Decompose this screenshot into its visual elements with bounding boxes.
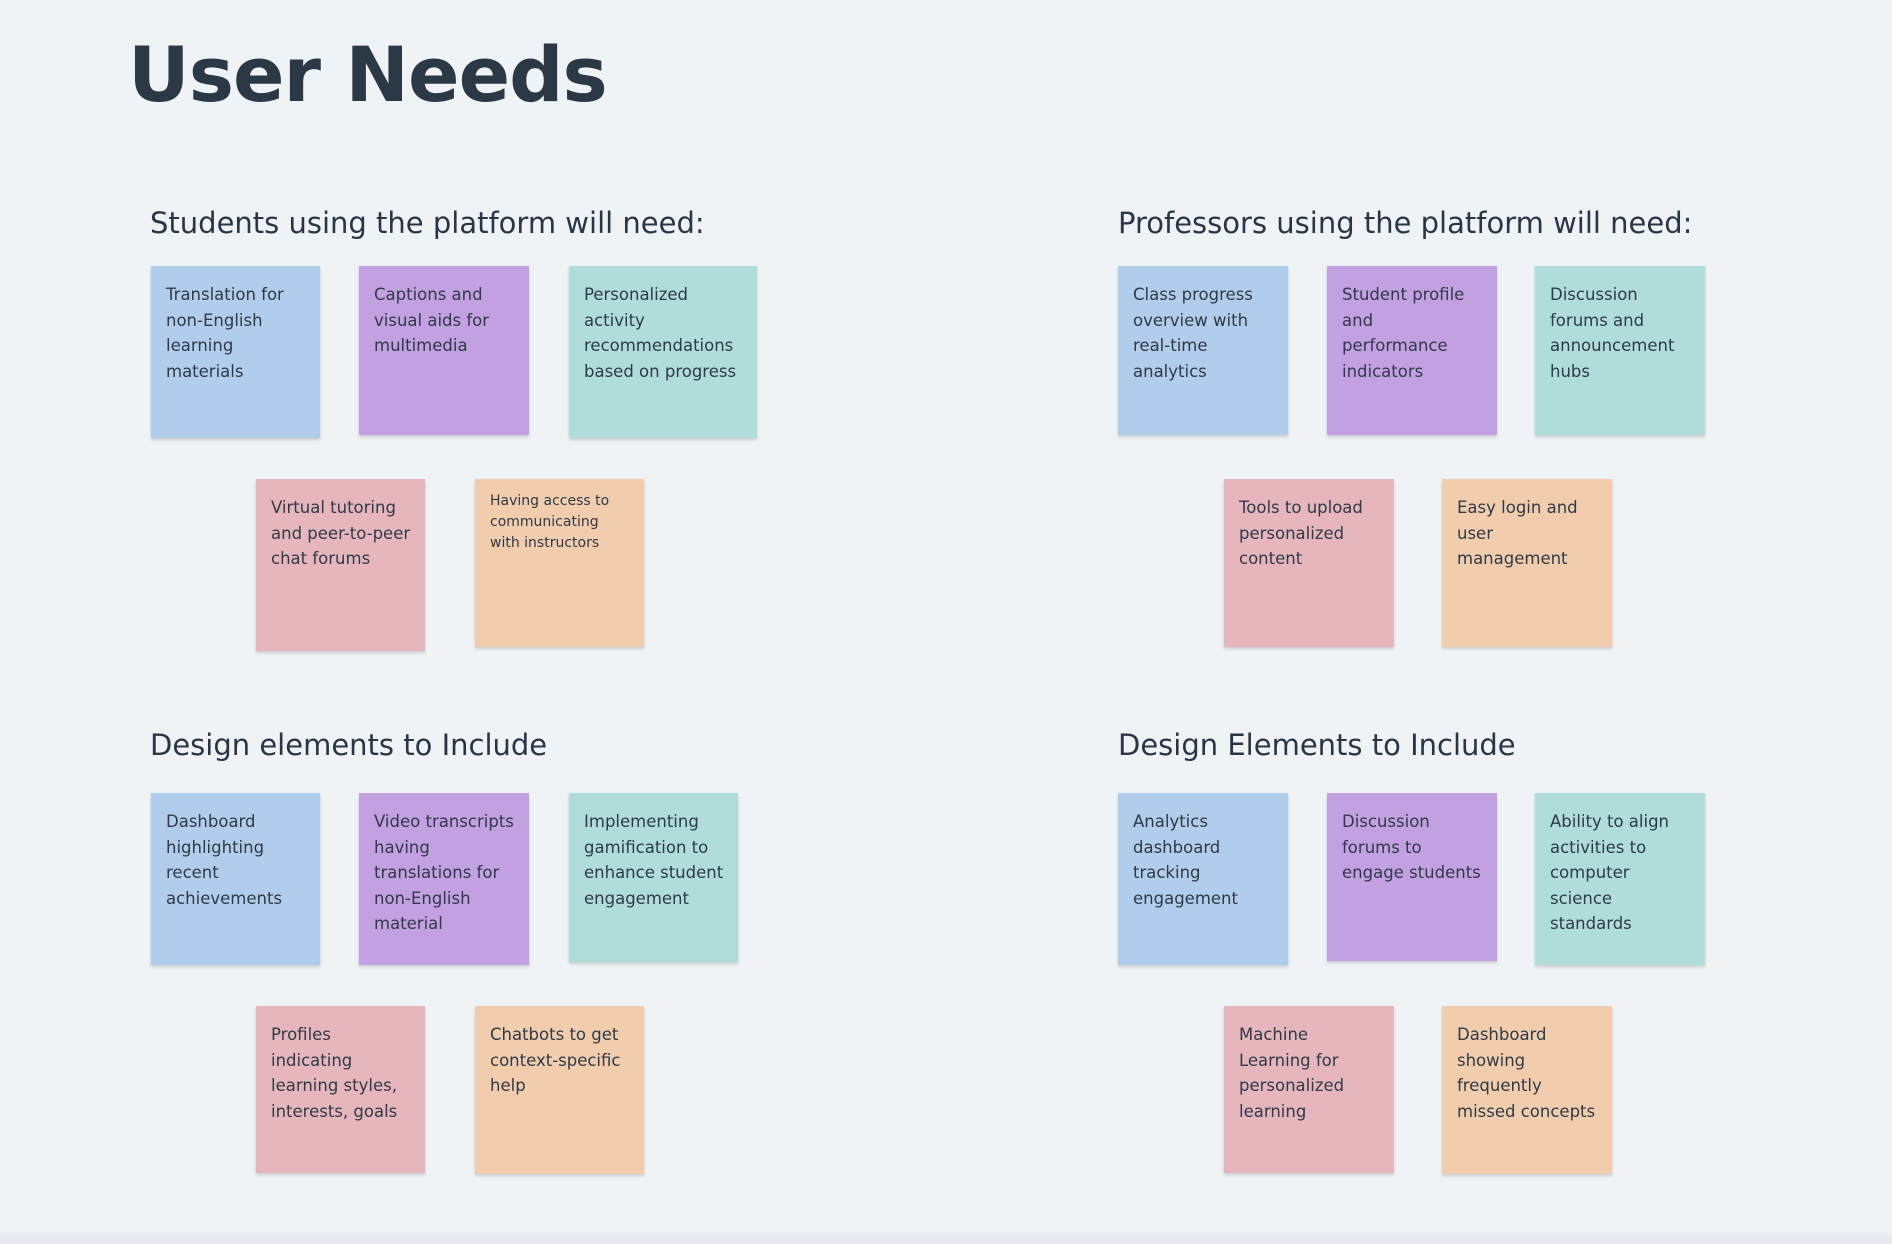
sticky-note-virtual-tutoring[interactable]: Virtual tutoring and peer-to-peer chat f…	[256, 479, 425, 651]
sticky-note-video-transcripts[interactable]: Video transcripts having translations fo…	[359, 793, 529, 965]
sticky-note-captions[interactable]: Captions and visual aids for multimedia	[359, 266, 529, 435]
sticky-note-student-profile[interactable]: Student profile and performance indicato…	[1327, 266, 1497, 435]
sticky-note-align-standards[interactable]: Ability to align activities to computer …	[1535, 793, 1705, 965]
sticky-note-dashboard-achievements[interactable]: Dashboard highlighting recent achievemen…	[151, 793, 320, 965]
sticky-note-discussion-forums[interactable]: Discussion forums and announcement hubs	[1535, 266, 1705, 435]
sticky-note-missed-concepts[interactable]: Dashboard showing frequently missed conc…	[1442, 1006, 1612, 1174]
students-section-heading: Students using the platform will need:	[150, 206, 705, 240]
sticky-note-machine-learning[interactable]: Machine Learning for personalized learni…	[1224, 1006, 1394, 1173]
canvas-bottom-edge	[0, 1232, 1892, 1244]
sticky-note-instructor-access[interactable]: Having access to communicating with inst…	[475, 479, 644, 647]
sticky-note-class-progress[interactable]: Class progress overview with real-time a…	[1118, 266, 1288, 435]
professors-section-heading: Professors using the platform will need:	[1118, 206, 1693, 240]
sticky-note-chatbots[interactable]: Chatbots to get context-specific help	[475, 1006, 644, 1174]
sticky-note-analytics-dashboard[interactable]: Analytics dashboard tracking engagement	[1118, 793, 1288, 965]
sticky-note-discussion-engage[interactable]: Discussion forums to engage students	[1327, 793, 1497, 961]
sticky-note-personalized-activity[interactable]: Personalized activity recommendations ba…	[569, 266, 757, 438]
sticky-note-translation[interactable]: Translation for non-English learning mat…	[151, 266, 320, 438]
sticky-note-gamification[interactable]: Implementing gamification to enhance stu…	[569, 793, 738, 962]
sticky-note-learning-profiles[interactable]: Profiles indicating learning styles, int…	[256, 1006, 425, 1173]
design-elements-students-heading: Design elements to Include	[150, 728, 548, 762]
page-title: User Needs	[128, 30, 608, 119]
sticky-note-easy-login[interactable]: Easy login and user management	[1442, 479, 1612, 647]
sticky-note-upload-tools[interactable]: Tools to upload personalized content	[1224, 479, 1394, 647]
design-elements-professors-heading: Design Elements to Include	[1118, 728, 1516, 762]
